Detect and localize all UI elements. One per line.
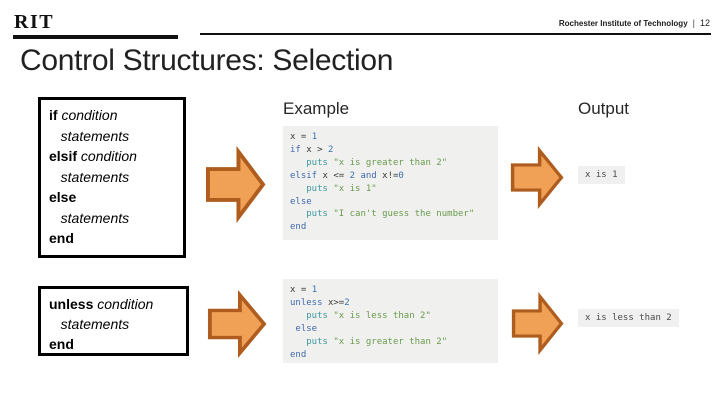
slide-title: Control Structures: Selection (20, 44, 394, 77)
code-line: elsif condition (49, 148, 137, 164)
code-line: puts "x is less than 2" (306, 310, 431, 321)
page-separator: | (692, 18, 695, 28)
example-label: Example (283, 99, 350, 118)
code-line: unless x>=2 (290, 297, 350, 308)
code-line: puts "x is greater than 2" (306, 336, 448, 347)
code-line: if condition (49, 107, 118, 123)
code-line: statements (60, 168, 130, 185)
code-line: statements (60, 209, 130, 226)
unless-syntax-box: unless condition statements end (38, 286, 189, 356)
code-line: x = 1 (290, 285, 318, 295)
right-arrow-icon (510, 146, 564, 209)
code-line: end (49, 230, 74, 246)
rit-logo: RIT (14, 11, 55, 33)
institution-name: Rochester Institute of Technology (558, 19, 688, 28)
code-example-unless: x = 1 unless x>=2 puts "x is less than 2"… (283, 279, 498, 363)
code-example-if-elsif-else: x = 1 if x > 2 puts "x is greater than 2"… (283, 126, 498, 240)
right-arrow-icon (205, 146, 266, 223)
if-elsif-else-syntax-box: if condition statements elsif condition s… (38, 97, 186, 258)
code-line: puts "x is 1" (306, 183, 377, 194)
header-right: Rochester Institute of Technology | 12 (559, 18, 710, 28)
code-line: end (49, 336, 74, 352)
header-rule (200, 33, 711, 35)
code-line: else (290, 196, 312, 207)
right-arrow-icon (511, 292, 564, 355)
code-line: elsif x <= 2 and x!=0 (290, 170, 404, 181)
right-arrow-icon (207, 290, 267, 358)
code-line: statements (60, 316, 130, 332)
code-line: end (290, 349, 307, 360)
code-line: puts "I can't guess the number" (306, 209, 475, 220)
code-line: if x > 2 (290, 144, 334, 155)
output-label: Output (578, 99, 630, 118)
logo-underline (13, 35, 178, 39)
output-unless-example: x is less than 2 (578, 309, 679, 327)
code-line: else (49, 189, 77, 205)
code-line: statements (60, 127, 130, 144)
code-line: else (290, 323, 318, 334)
code-line: end (290, 222, 307, 233)
page-number: 12 (699, 18, 710, 28)
code-line: puts "x is greater than 2" (306, 157, 448, 168)
output-if-example: x is 1 (578, 166, 625, 184)
code-line: x = 1 (290, 132, 318, 142)
code-line: unless condition (49, 296, 154, 312)
